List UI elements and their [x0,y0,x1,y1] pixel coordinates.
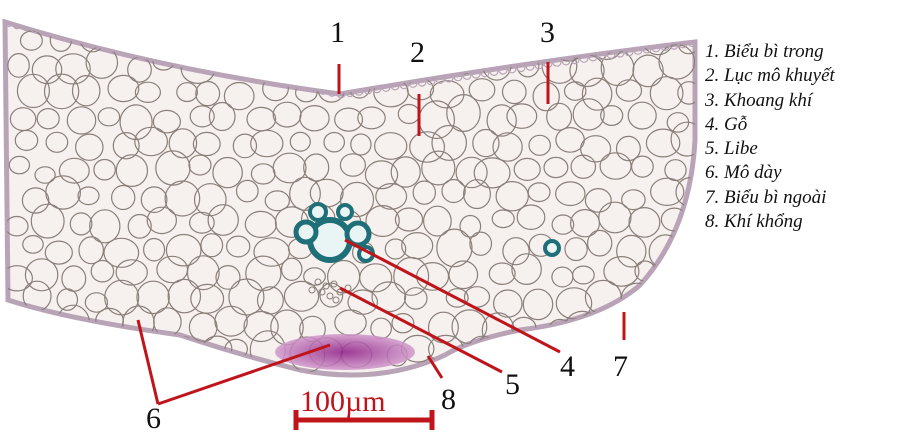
scale-bar-label: 100µm [300,385,386,419]
epidermis-cell [238,69,246,77]
legend-item: 4. Gỗ [705,113,905,137]
mesophyll-cell [647,344,673,370]
collenchyma-tissue [275,334,415,370]
mesophyll-cell [431,24,462,55]
epidermis-cell [175,55,183,63]
epidermis-cell [211,63,219,71]
mesophyll-cell [670,234,700,263]
callout-1: 1 [330,18,345,48]
epidermis-cell [229,67,237,75]
epidermis-cell [157,52,165,60]
mesophyll-cell [364,55,389,82]
mesophyll-cell [637,311,661,334]
mesophyll-cell [254,33,281,57]
mesophyll-cell [189,24,224,54]
mesophyll-cell [658,261,691,293]
legend-item: 2. Lục mô khuyết [705,64,905,88]
mesophyll-cell [345,32,373,56]
legend-item: 8. Khí khổng [705,210,905,234]
mesophyll-cell [291,27,313,50]
mesophyll-cell [492,342,523,371]
legend-item: 1. Biểu bì trong [705,40,905,64]
mesophyll-cell [680,340,700,360]
epidermis-cell [202,61,210,69]
callout-3: 3 [540,18,555,48]
legend: 1. Biểu bì trong 2. Lục mô khuyết 3. Kho… [705,40,905,234]
epidermis-cell [130,46,138,54]
callout-2: 2 [410,38,425,68]
mesophyll-cell [241,54,265,75]
epidermis-cell [193,59,201,67]
leaf-cross-section-micrograph [0,0,700,436]
legend-item: 7. Biểu bì ngoài [705,186,905,210]
epidermis-cell [121,44,129,52]
mesophyll-cell [225,27,256,54]
callout-4: 4 [560,352,575,382]
epidermis-cell [220,65,228,73]
epidermis-cell [184,57,192,65]
legend-item: 3. Khoang khí [705,89,905,113]
epidermis-cell [148,50,156,58]
callout-6: 6 [146,404,161,434]
mesophyll-cell [306,51,332,73]
mesophyll-cell [280,53,303,71]
legend-item: 5. Libe [705,137,905,161]
epidermis-cell [103,40,111,48]
mesophyll-cell [160,16,195,54]
mesophyll-cell [109,24,137,48]
legend-item: 6. Mô dày [705,161,905,185]
callout-8: 8 [441,385,456,415]
callout-5: 5 [505,370,520,400]
mesophyll-cell [215,50,239,73]
mesophyll-cell [45,341,66,358]
mesophyll-cell [650,289,678,315]
mesophyll-cell [474,25,501,51]
mesophyll-cell [14,343,41,368]
mesophyll-cell [620,24,645,47]
mesophyll-cell [664,320,687,340]
mesophyll-cell [37,314,65,341]
mesophyll-cell [377,23,409,55]
mesophyll-cell [497,31,524,56]
leaf-tissue [5,22,695,375]
mesophyll-cell [675,287,698,306]
mesophyll-cell [599,317,624,343]
epidermis-cell [139,48,147,56]
epidermis-cell [166,54,174,62]
epidermis-cell [112,42,120,50]
mesophyll-cell [11,313,33,332]
mesophyll-cell [139,23,168,50]
callout-7: 7 [613,352,628,382]
mesophyll-cell [84,341,110,363]
mesophyll-cell [106,339,131,364]
